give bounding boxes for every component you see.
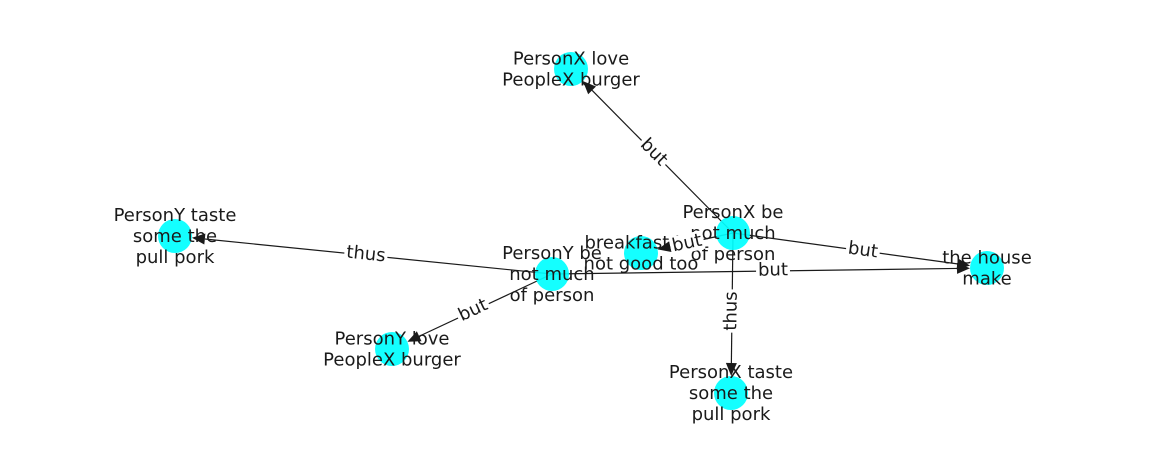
edge-label-n_be_x-to-n_breakfast: but bbox=[668, 230, 706, 256]
node-label-line: pull pork bbox=[692, 404, 771, 425]
nodes-layer bbox=[158, 52, 1004, 410]
node-label-line: PersonY taste bbox=[114, 205, 237, 226]
edge-arrowhead bbox=[582, 81, 596, 95]
edge-arrowhead bbox=[191, 233, 206, 245]
edge-label-n_be_x-to-n_love_x: but bbox=[635, 133, 673, 171]
node-label-line: PeopleX burger bbox=[502, 70, 640, 91]
edge-label-n_be_x-to-n_house: but bbox=[844, 238, 882, 263]
node-label-line: some the bbox=[689, 383, 773, 404]
node-n_be_y bbox=[535, 257, 569, 291]
edge-arrowhead bbox=[725, 362, 737, 377]
node-n_love_y bbox=[375, 332, 409, 366]
edge-label-n_be_y-to-n_house: but bbox=[755, 259, 791, 281]
edge-label-background bbox=[721, 289, 741, 333]
node-n_love_x bbox=[554, 52, 588, 86]
node-label-line: of person bbox=[691, 244, 776, 265]
edge-line bbox=[551, 267, 958, 275]
edge-arrowhead bbox=[407, 331, 422, 342]
edge-label-background bbox=[453, 294, 493, 326]
node-label-line: not much bbox=[690, 223, 775, 244]
node-label-line: PersonX love bbox=[513, 49, 629, 70]
node-label-line: not good too bbox=[584, 254, 699, 275]
edge-n_be_y-to-n_house bbox=[551, 262, 971, 275]
node-label-line: not much bbox=[509, 264, 594, 285]
edges-layer bbox=[191, 81, 971, 377]
node-label-line: PersonX be bbox=[682, 202, 783, 223]
edge-label-text: thus bbox=[345, 242, 386, 267]
node-label-line: the house bbox=[942, 248, 1032, 269]
edge-arrowhead bbox=[657, 241, 672, 253]
node-n_taste_y bbox=[158, 219, 192, 253]
node-label-line: PeopleX burger bbox=[323, 350, 461, 371]
node-label-line: pull pork bbox=[136, 247, 215, 268]
edge-label-background bbox=[343, 242, 389, 266]
node-label-line: some the bbox=[133, 226, 217, 247]
node-n_be_x bbox=[716, 216, 750, 250]
node-label-line: PersonX taste bbox=[669, 362, 793, 383]
node-n_taste_x bbox=[714, 376, 748, 410]
edge-label-text: but bbox=[847, 238, 879, 263]
edge-label-n_be_y-to-n_love_y: but bbox=[453, 294, 493, 326]
edge-label-text: but bbox=[758, 259, 788, 280]
node-label-line: PersonY be bbox=[502, 243, 602, 264]
edge-label-text: but bbox=[636, 134, 672, 170]
edge-label-text: thus bbox=[720, 291, 741, 331]
edge-label-n_be_x-to-n_taste_x: thus bbox=[720, 289, 742, 333]
node-n_breakfast bbox=[624, 236, 658, 270]
edge-label-n_be_y-to-n_taste_y: thus bbox=[343, 242, 389, 267]
edge-arrowhead bbox=[956, 262, 971, 274]
node-label-line: of person bbox=[510, 285, 595, 306]
edge-label-background bbox=[844, 238, 882, 262]
edge-label-background bbox=[635, 133, 673, 171]
node-label-line: make bbox=[962, 269, 1011, 290]
edge-label-background bbox=[755, 260, 791, 280]
edge-line bbox=[732, 232, 958, 265]
edge-label-background bbox=[668, 230, 706, 256]
node-n_house bbox=[970, 251, 1004, 285]
node-label-line: PersonY love bbox=[335, 329, 450, 350]
